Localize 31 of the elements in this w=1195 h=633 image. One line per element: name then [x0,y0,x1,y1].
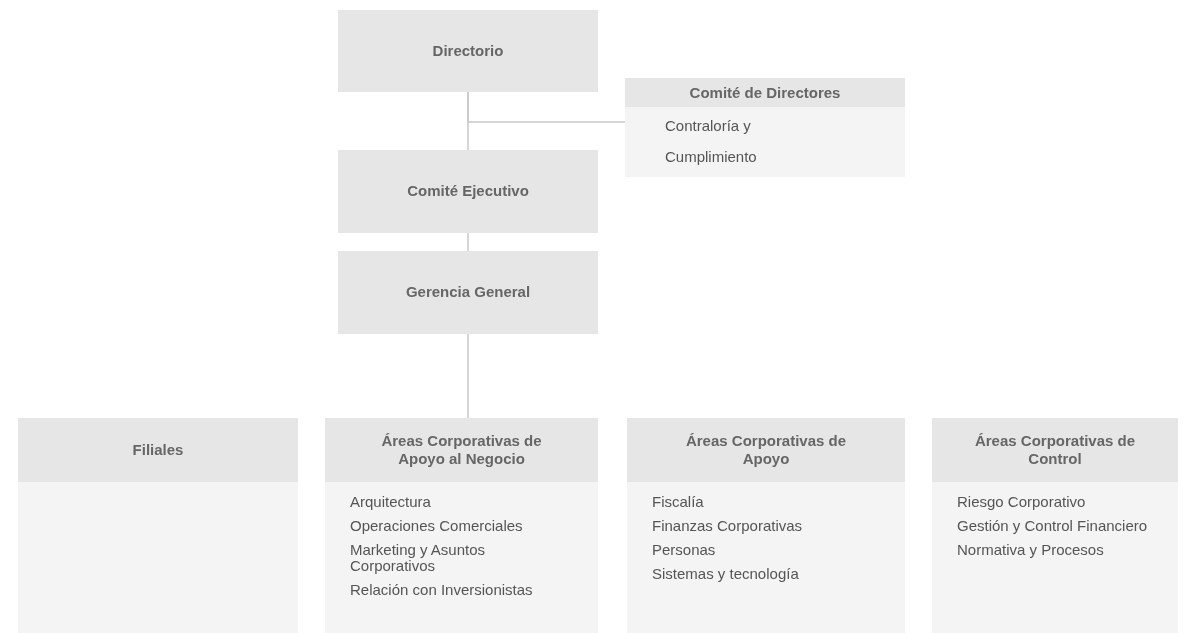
box-title: Gerencia General [405,282,531,303]
list-item: Gestión y Control Financiero [957,518,1149,534]
connector-line [467,91,626,123]
department-column [18,418,298,633]
department-column [325,418,598,633]
list-item: Sistemas y tecnología [652,566,800,582]
column-heading: Áreas Corporativas de Apoyo al Negocio [380,432,543,468]
box-title: Directorio [432,40,504,61]
connector-line [467,232,469,252]
org-box [338,251,598,334]
list-item: Operaciones Comerciales [350,518,524,534]
list-item: Finanzas Corporativas [652,518,804,534]
list-item: Arquitectura [350,494,432,510]
department-column [627,418,905,633]
committee-box [625,78,905,177]
column-heading: Filiales [132,441,184,459]
list-item: Riesgo Corporativo [957,494,1087,510]
list-item: Relación con Inversionistas [350,582,534,598]
list-item: Contraloría y Cumplimiento [665,117,757,165]
box-title: Comité Ejecutivo [407,181,529,202]
connector-line [467,333,469,419]
department-column [932,418,1178,633]
list-item: Normativa y Procesos [957,542,1105,558]
column-heading: Áreas Corporativas de Apoyo [684,432,848,468]
list-item: Fiscalía [652,494,705,510]
column-heading: Áreas Corporativas de Control [973,432,1137,468]
org-box [338,150,598,233]
list-item: Personas [652,542,717,558]
list-item: Marketing y Asuntos Corporativos [350,542,487,574]
column-heading: Comité de Directores [689,83,841,102]
org-box [338,10,598,92]
